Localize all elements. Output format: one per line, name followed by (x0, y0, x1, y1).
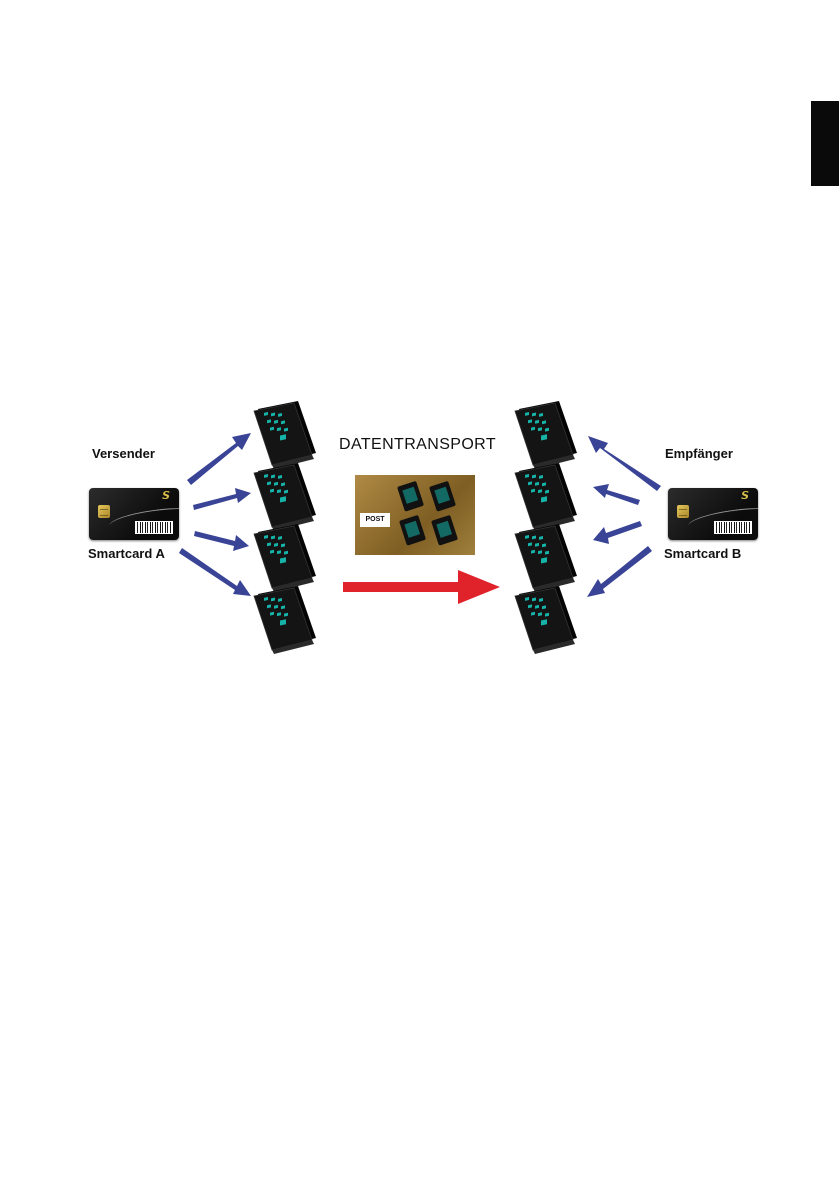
hard-drive-icon (515, 463, 577, 531)
arrow-icon (193, 488, 251, 510)
arrow-icon (194, 531, 249, 551)
hard-drive-icon (254, 586, 316, 654)
arrow-icon (593, 484, 640, 505)
arrow-icon (179, 548, 251, 596)
hard-drive-icon (515, 586, 577, 654)
hard-drive-icon (515, 401, 577, 469)
hard-drive-icon (515, 524, 577, 592)
arrow-icon (593, 521, 642, 544)
transport-arrow-icon (343, 570, 500, 604)
hard-drive-icon (254, 401, 316, 469)
arrow-icon (587, 546, 652, 597)
arrow-icon (187, 433, 251, 485)
hard-drive-icon (254, 524, 316, 592)
hard-drive-icon (254, 463, 316, 531)
arrow-icon (588, 436, 661, 491)
